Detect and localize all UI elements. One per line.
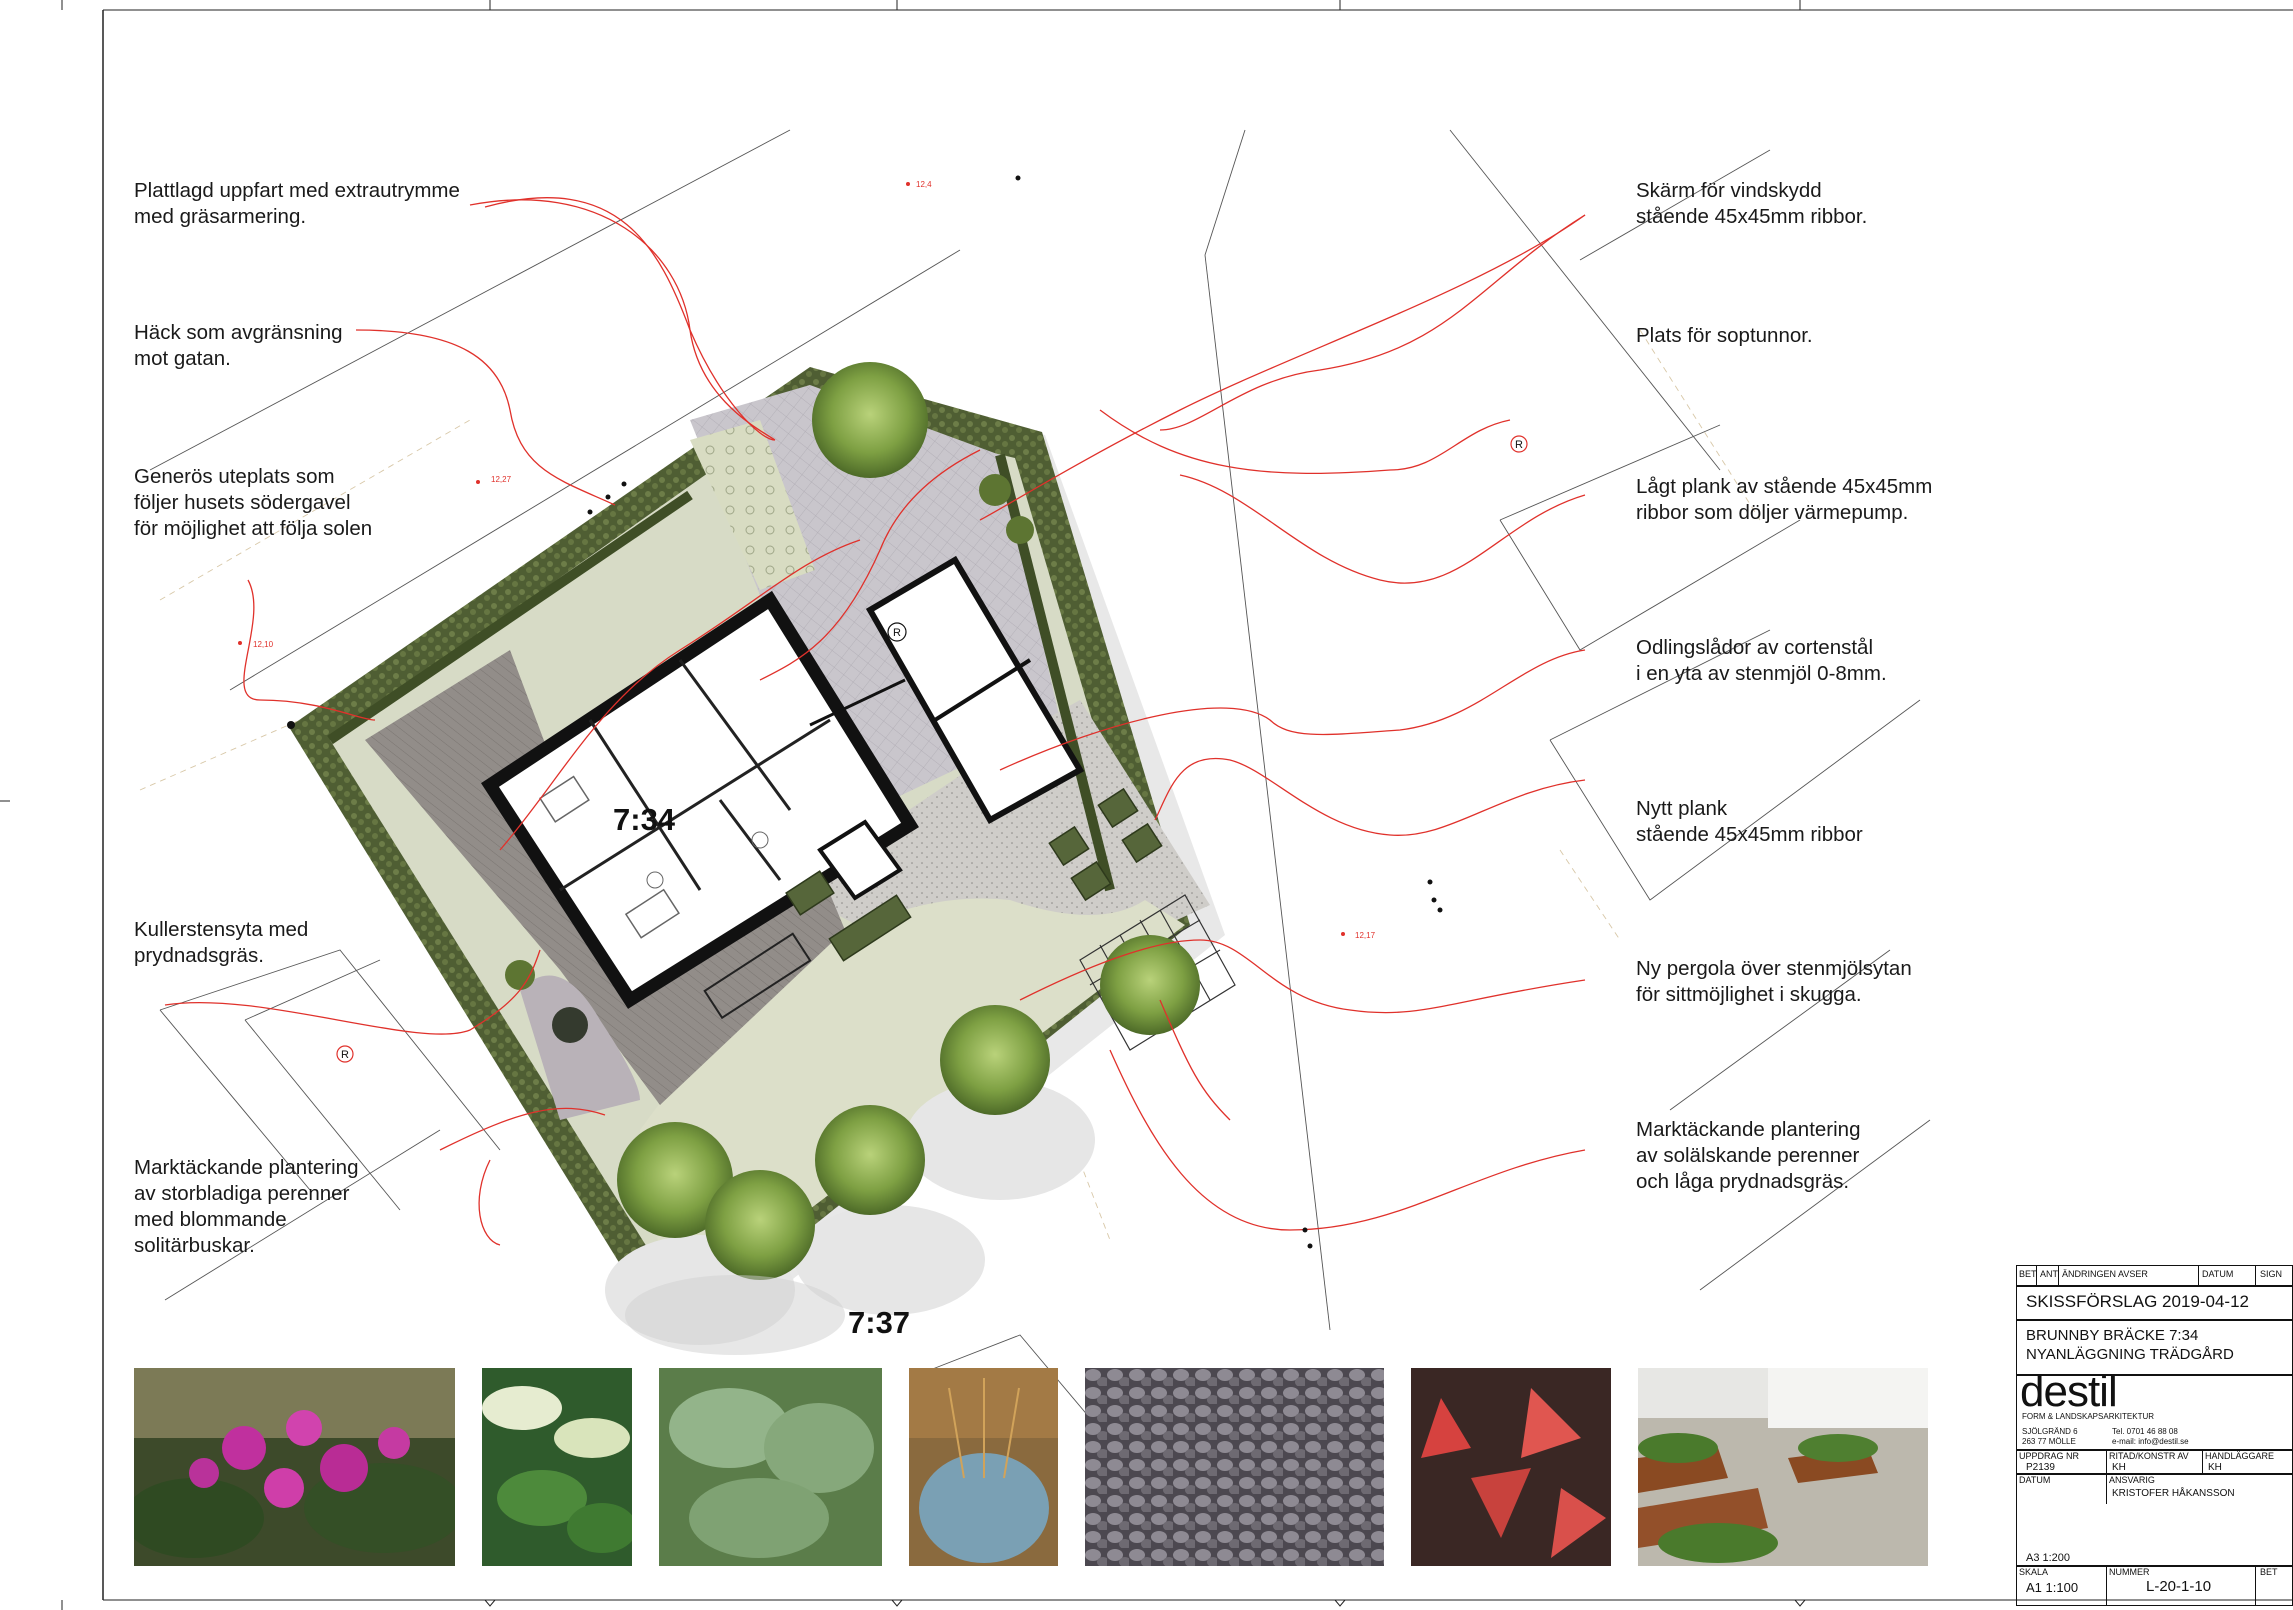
- survey-points: [287, 175, 1443, 1249]
- shade-projection: [625, 1275, 845, 1355]
- label-hedge: Häck som avgränsning mot gatan.: [134, 321, 343, 370]
- spot-height-markers: [238, 182, 1345, 936]
- label-low-fence: Lågt plank av stående 45x45mm ribbor som…: [1636, 475, 1933, 524]
- recycling-mark-1: R: [1515, 439, 1523, 451]
- label-ground-cover-right: Marktäckande plantering av solälskande p…: [1636, 1118, 1861, 1193]
- tb-scale-a3: A3 1:200: [2026, 1552, 2071, 1564]
- tb-status: SKISSFÖRSLAG 2019-04-12: [2026, 1292, 2250, 1311]
- property-lines: [149, 129, 1931, 1431]
- entrance-porch: [817, 819, 903, 901]
- photo-japanese-maple: [1411, 1368, 1611, 1566]
- tb-handl-label: HANDLÄGGARE: [2205, 1451, 2275, 1461]
- tb-header-change: ÄNDRINGEN AVSER: [2062, 1269, 2148, 1279]
- cultivation-boxes: [785, 787, 1163, 962]
- spot-height-1: 12,4: [916, 180, 932, 189]
- tb-header-datum: DATUM: [2202, 1269, 2234, 1279]
- photo-blue-fescue: [909, 1368, 1058, 1566]
- spot-height-4: 12,17: [1355, 931, 1376, 940]
- label-cultivation-boxes: Odlingslådor av cortenstål i en yta av s…: [1636, 636, 1887, 685]
- tb-company-tagline: FORM & LANDSKAPSARKITEKTUR: [2022, 1412, 2155, 1421]
- tb-uppdrag-label: UPPDRAG NR: [2019, 1451, 2080, 1461]
- tb-company: destil: [2020, 1367, 2118, 1416]
- garden-plan: [289, 362, 1236, 1355]
- label-patio: Generös uteplats som följer husets söder…: [134, 465, 373, 540]
- tb-handl-value: KH: [2208, 1462, 2222, 1473]
- tb-header-bet: BET: [2019, 1269, 2037, 1279]
- cobblestone-area: [520, 975, 640, 1120]
- tb-nummer-value: L-20-1-10: [2146, 1578, 2212, 1595]
- tb-bet-label: BET: [2260, 1567, 2278, 1577]
- label-bins: Plats för soptunnor.: [1636, 324, 1813, 347]
- photo-hosta-variegated: [482, 1368, 632, 1566]
- tb-skala-value: A1 1:100: [2026, 1580, 2079, 1595]
- house: [481, 590, 919, 1009]
- tb-uppdrag-value: P2139: [2026, 1462, 2055, 1473]
- label-new-fence: Nytt plank stående 45x45mm ribbor: [1636, 797, 1863, 846]
- recycling-mark-3: R: [893, 627, 901, 639]
- recycling-mark-2: R: [341, 1049, 349, 1061]
- tb-ansvarig-value: KRISTOFER HÅKANSSON: [2112, 1488, 2235, 1499]
- leader-lines: [469, 199, 1586, 521]
- tb-project-1: BRUNNBY BRÄCKE 7:34: [2026, 1327, 2199, 1344]
- tb-header-sign: SIGN: [2260, 1269, 2283, 1279]
- label-ground-cover-left: Marktäckande plantering av storbladiga p…: [134, 1156, 359, 1257]
- tb-address-2: 263 77 MÖLLE: [2022, 1437, 2076, 1446]
- label-pergola: Ny pergola över stenmjölsytan för sittmö…: [1636, 957, 1912, 1006]
- garage: [809, 555, 1085, 825]
- label-wind-screen: Skärm för vindskydd stående 45x45mm ribb…: [1636, 179, 1868, 228]
- photo-rhododendron: [134, 1368, 455, 1566]
- tb-phone: Tel. 0701 46 88 08: [2112, 1427, 2178, 1436]
- spot-height-3: 12,10: [253, 640, 274, 649]
- photo-corten-raised-beds: [1638, 1368, 1928, 1566]
- tb-skala-label: SKALA: [2019, 1567, 2049, 1577]
- tb-ritad-label: RITAD/KONSTR AV: [2109, 1451, 2189, 1461]
- tb-ansvarig-label: ANSVARIG: [2109, 1475, 2155, 1485]
- photo-hosta-green: [659, 1368, 882, 1566]
- lot-label-main: 7:34: [613, 802, 676, 837]
- tb-address-1: SJÖLGRÄND 6: [2022, 1427, 2078, 1436]
- spot-height-2: 12,27: [491, 475, 512, 484]
- dining-table: [703, 932, 812, 1020]
- tb-project-2: NYANLÄGGNING TRÄDGÅRD: [2026, 1346, 2234, 1363]
- lot-label-south: 7:37: [848, 1305, 911, 1340]
- tb-nummer-label: NUMMER: [2109, 1567, 2150, 1577]
- tb-datum-label: DATUM: [2019, 1475, 2051, 1485]
- photo-cobblestones: [1085, 1368, 1384, 1566]
- grass-reinforced-paving: [690, 420, 815, 590]
- recycling-marks: R R R: [336, 435, 1528, 1063]
- spot-heights: 12,4 12,27 12,10 12,17: [253, 180, 1376, 940]
- tb-ritad-value: KH: [2112, 1462, 2126, 1473]
- tb-header-ant: ANT: [2040, 1269, 2058, 1279]
- tb-email: e-mail: info@destil.se: [2112, 1437, 2189, 1446]
- label-driveway: Plattlagd uppfart med extrautrymme med g…: [134, 179, 460, 228]
- terrace-deck: [365, 650, 845, 1105]
- label-cobblestone: Kullerstensyta med prydnadsgräs.: [134, 918, 309, 967]
